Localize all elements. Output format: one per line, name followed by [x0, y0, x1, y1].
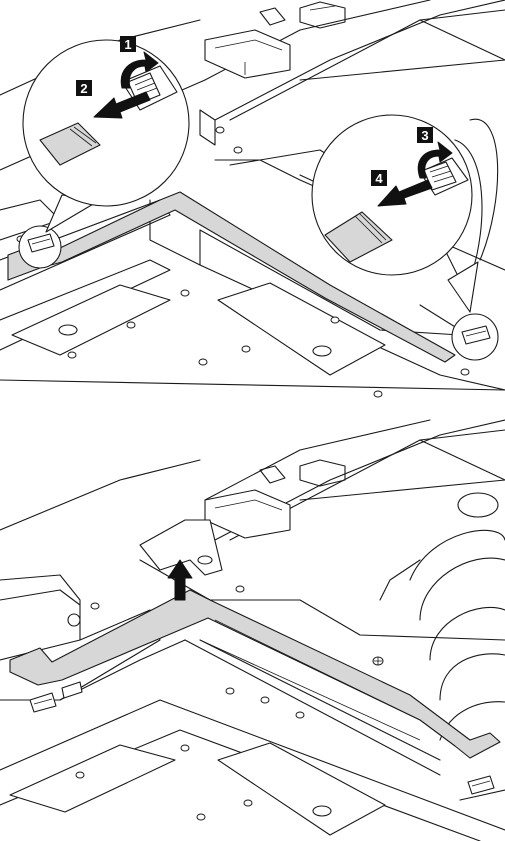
step-badge-4: 4	[371, 170, 387, 186]
flat-cable-bottom	[10, 590, 500, 758]
step-badge-4-label: 4	[375, 171, 383, 186]
step-badge-1: 1	[120, 36, 136, 52]
step-badge-2-label: 2	[80, 81, 87, 96]
step-badge-3-label: 3	[421, 128, 428, 143]
card-reader-top	[205, 2, 345, 78]
connector-right-bottom	[468, 776, 494, 794]
panel-after	[0, 420, 505, 841]
connector-right-top	[452, 314, 498, 360]
connector-left-top	[19, 226, 61, 268]
rubber-pads-bottom	[10, 743, 385, 835]
step-badge-1-label: 1	[124, 37, 131, 52]
magnifier-right	[312, 115, 478, 312]
card-reader-bottom	[205, 460, 345, 538]
step-badge-2: 2	[76, 80, 92, 96]
step-badge-3: 3	[417, 127, 433, 143]
panel-before: 1 2 3 4	[0, 0, 505, 397]
connector-left-bottom	[30, 682, 82, 712]
